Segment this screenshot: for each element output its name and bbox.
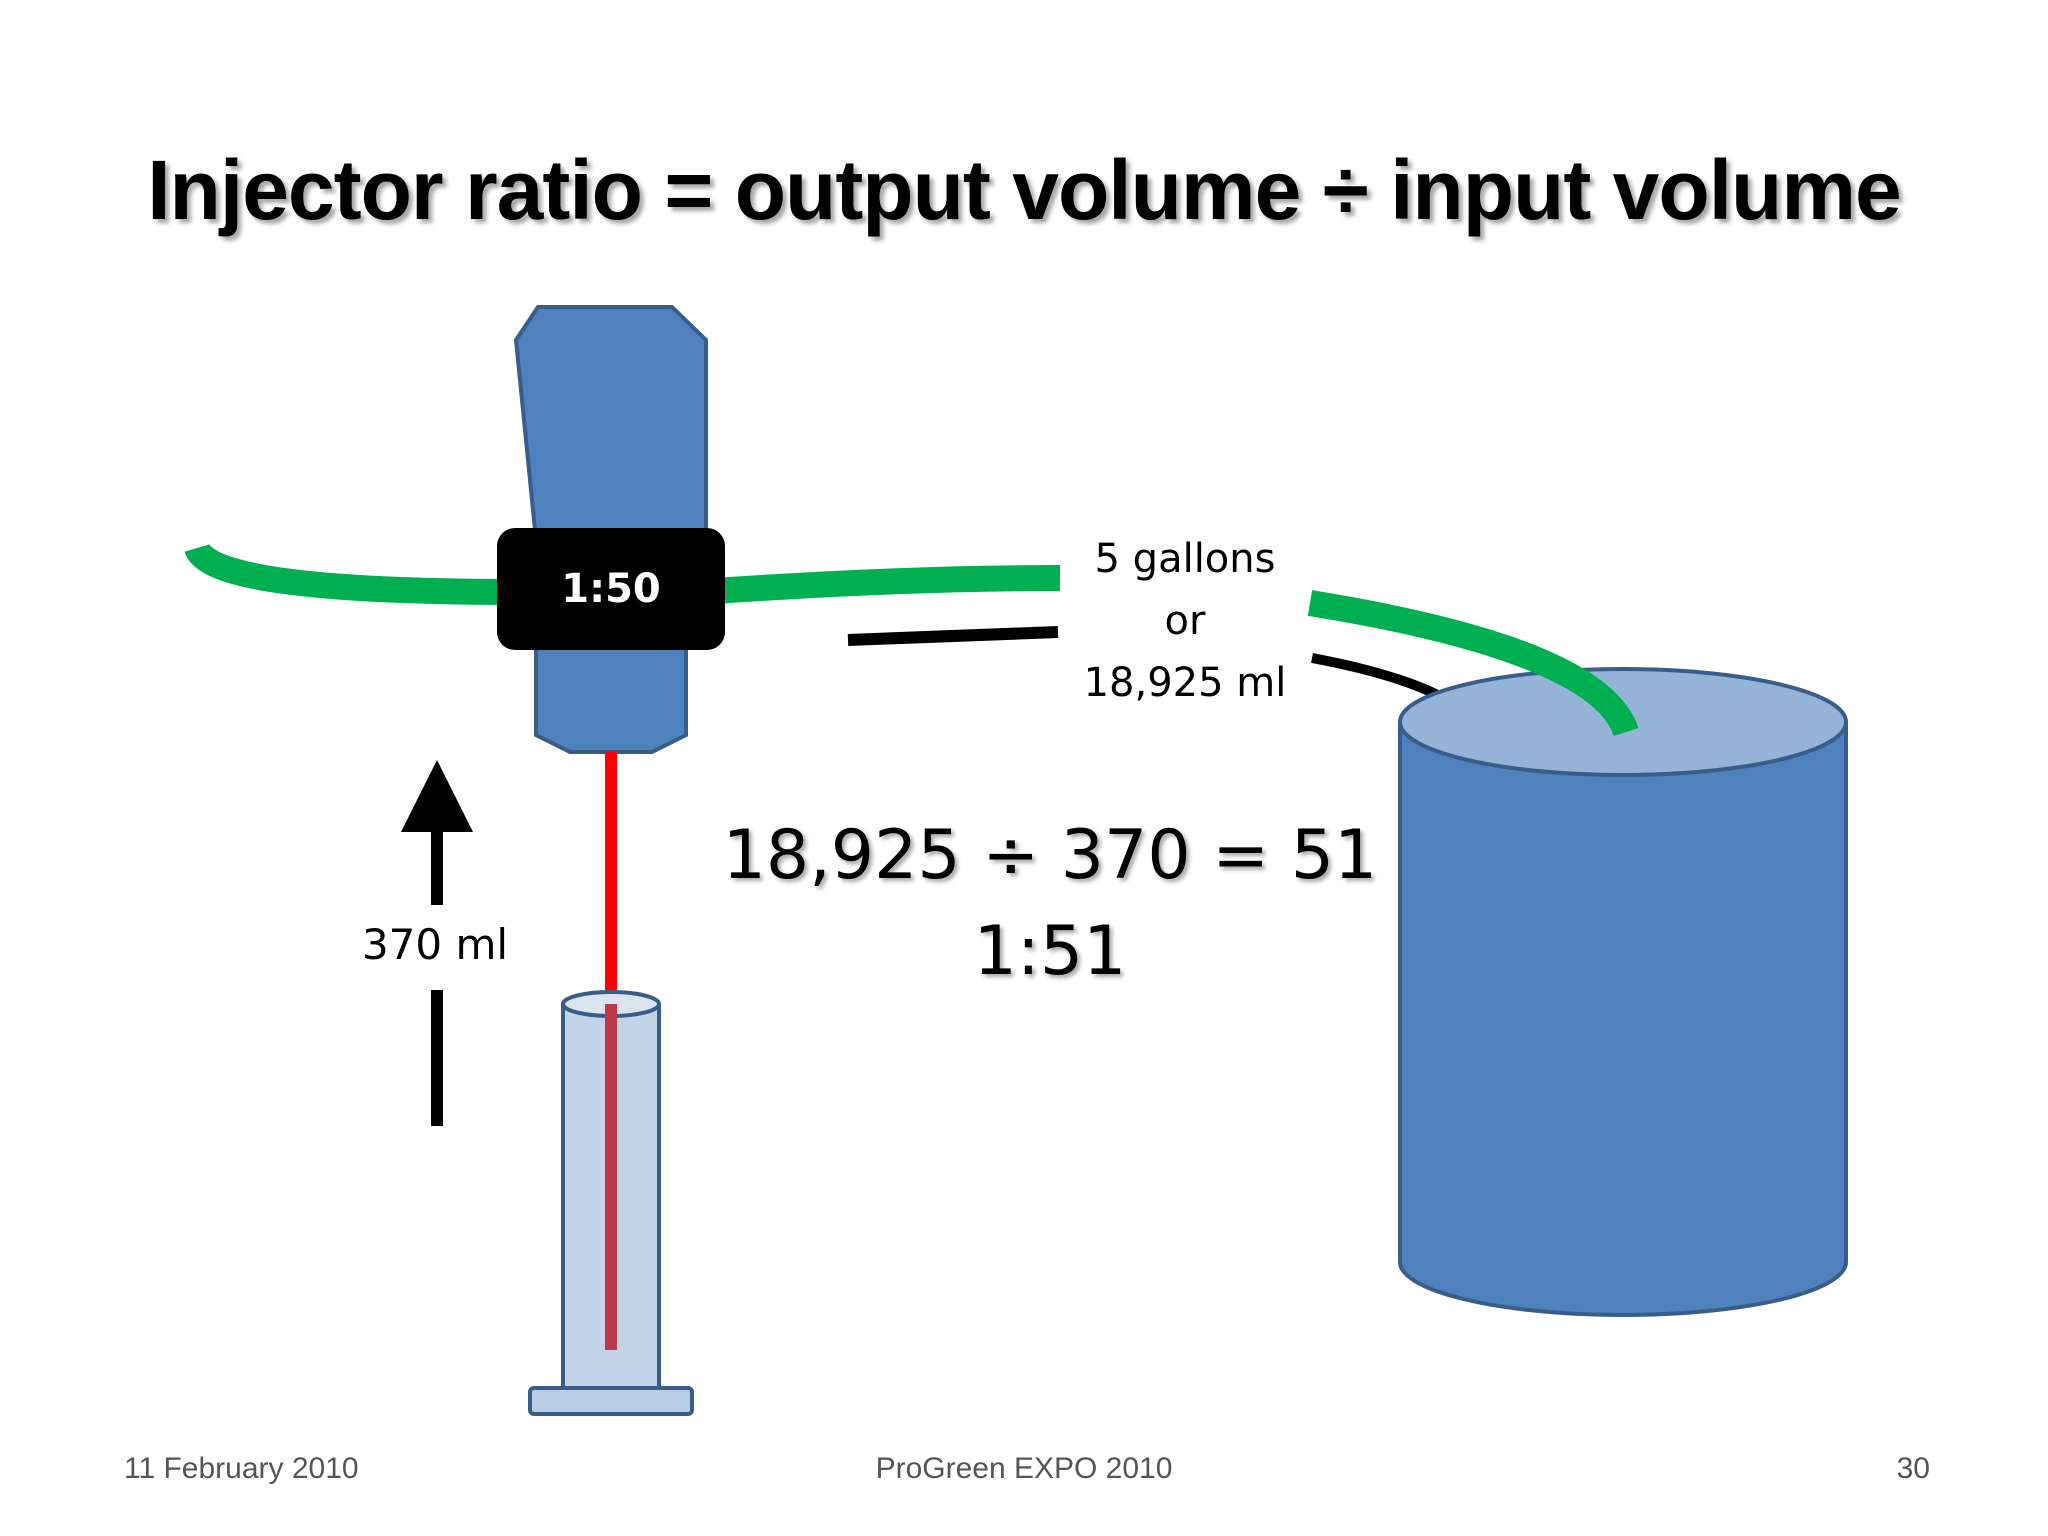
calculation-equation: 18,925 ÷ 370 = 51 — [722, 816, 1378, 895]
slide-title: Injector ratio = output volume ÷ input v… — [147, 143, 1902, 237]
cylinder-base — [528, 1386, 694, 1416]
output-arrow-line — [847, 626, 1059, 646]
water-hose-inlet — [184, 542, 521, 605]
output-volume-or: or — [1164, 598, 1206, 644]
injector-ratio-label: 1:50 — [561, 566, 661, 612]
mixing-tank — [1398, 722, 1848, 1317]
water-hose-outlet — [699, 565, 1061, 605]
slide-number: 30 — [1896, 1452, 1930, 1485]
footer-date: 11 February 2010 — [124, 1452, 359, 1485]
ratio-dial — [497, 528, 725, 650]
calculation-result: 1:51 — [973, 912, 1127, 991]
output-volume-label: 5 gallons or 18,925 ml — [1025, 528, 1345, 714]
footer-event: ProGreen EXPO 2010 — [875, 1452, 1173, 1485]
calculation: 18,925 ÷ 370 = 51 1:51 — [700, 808, 1400, 1000]
input-volume-label: 370 ml — [361, 920, 509, 969]
water-hose-to-tank — [1307, 590, 1639, 737]
output-volume-gallons: 5 gallons — [1094, 536, 1276, 582]
injector-body — [513, 305, 708, 542]
output-volume-ml: 18,925 ml — [1083, 660, 1287, 706]
